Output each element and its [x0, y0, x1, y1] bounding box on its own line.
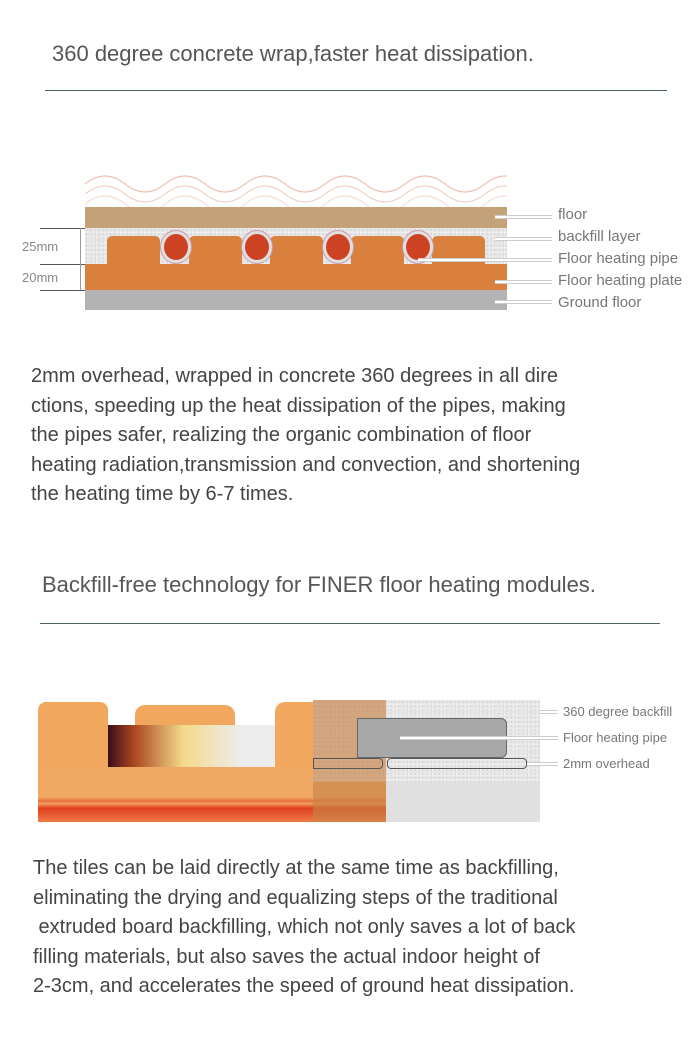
leader-line	[400, 736, 558, 740]
leader-line	[495, 280, 552, 284]
overhead-gap	[313, 758, 383, 769]
label-floor-heating-plate: Floor heating plate	[558, 272, 683, 289]
thermal-gradient	[108, 725, 275, 767]
leader-line	[527, 762, 558, 766]
module-boss	[38, 702, 108, 772]
dimension-line	[40, 290, 85, 291]
leader-line	[418, 258, 552, 262]
leader-line	[495, 215, 552, 219]
dimension-line	[40, 228, 85, 229]
label-ground-floor: Ground floor	[558, 294, 642, 311]
heating-pipe	[406, 234, 430, 260]
heating-pipe	[326, 234, 350, 260]
section1-paragraph: 2mm overhead, wrapped in concrete 360 de…	[31, 365, 581, 505]
dimension-20mm: 20mm	[22, 270, 59, 285]
leader-line	[495, 237, 552, 241]
floor-layer	[85, 207, 507, 228]
leader-line	[540, 710, 558, 714]
heating-pipe	[164, 234, 188, 260]
ground-floor-layer	[85, 290, 507, 310]
plate-boss	[270, 236, 323, 264]
module-boss	[275, 702, 315, 772]
section2-divider	[40, 623, 660, 624]
label-backfill-layer: backfill layer	[558, 228, 641, 245]
section2-paragraph: The tiles can be laid directly at the sa…	[33, 857, 576, 997]
heat-wave-lines	[85, 175, 507, 212]
label-floor-heating-pipe: Floor heating pipe	[563, 730, 668, 745]
section1-heading: 360 degree concrete wrap,faster heat dis…	[52, 41, 534, 66]
ground-section	[386, 782, 540, 822]
section1-divider	[45, 90, 667, 91]
dimension-25mm: 25mm	[22, 239, 59, 254]
label-floor-heating-pipe: Floor heating pipe	[558, 250, 679, 267]
leader-line	[495, 300, 552, 304]
overhead-gap	[387, 758, 527, 769]
heating-pipe	[245, 234, 269, 260]
label-floor: floor	[558, 206, 588, 223]
label-360-degree-backfill: 360 degree backfill	[563, 704, 673, 719]
section2-heading: Backfill-free technology for FINER floor…	[42, 572, 596, 597]
label-2mm-overhead: 2mm overhead	[563, 756, 650, 771]
dimension-line	[80, 228, 81, 290]
plate-boss	[351, 236, 404, 264]
dimension-line	[40, 264, 85, 265]
heating-plate-layer	[85, 264, 507, 290]
plate-boss	[189, 236, 242, 264]
plate-boss	[107, 236, 160, 264]
